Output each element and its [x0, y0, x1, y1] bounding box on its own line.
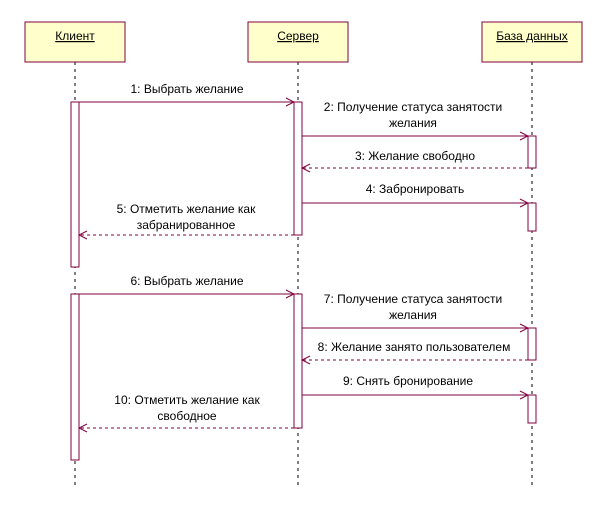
activation-db-2 — [527, 202, 537, 232]
message-6[interactable]: 6: Выбрать желание — [79, 274, 294, 294]
message-8-label: 8: Желание занято пользователем — [318, 340, 511, 354]
message-10-label-line-2: свободное — [157, 409, 217, 423]
message-10[interactable]: 10: Отметить желание как свободное — [79, 393, 294, 428]
participant-client[interactable]: Клиент — [24, 21, 126, 63]
message-2-label-line-1: 2: Получение статуса занятости — [324, 100, 502, 114]
message-1[interactable]: 1: Выбрать желание — [79, 82, 294, 102]
message-2[interactable]: 2: Получение статуса занятости желания — [302, 100, 528, 136]
message-8[interactable]: 8: Желание занято пользователем — [302, 340, 528, 360]
message-1-label: 1: Выбрать желание — [131, 82, 244, 96]
message-4-label: 4: Забронировать — [366, 182, 465, 196]
message-7-label-line-1: 7: Получение статуса занятости — [324, 292, 502, 306]
message-9-label: 9: Снять бронирование — [343, 374, 473, 388]
message-3[interactable]: 3: Желание свободно — [302, 149, 528, 168]
message-6-label: 6: Выбрать желание — [131, 274, 244, 288]
message-7[interactable]: 7: Получение статуса занятости желания — [302, 292, 528, 328]
participant-server-label: Сервер — [277, 29, 319, 43]
activation-client-2 — [70, 293, 80, 461]
activation-db-1 — [527, 135, 537, 169]
participant-client-label: Клиент — [55, 29, 95, 43]
message-5-label-line-2: забранированное — [137, 218, 236, 232]
message-3-label: 3: Желание свободно — [355, 149, 475, 163]
message-4[interactable]: 4: Забронировать — [302, 182, 528, 203]
activation-db-3 — [527, 327, 537, 361]
participant-server[interactable]: Сервер — [247, 21, 349, 63]
activation-db-4 — [527, 394, 537, 424]
activation-client-1 — [70, 101, 80, 268]
participant-db-label: База данных — [496, 29, 567, 43]
message-9[interactable]: 9: Снять бронирование — [302, 374, 528, 395]
message-5-label-line-1: 5: Отметить желание как — [117, 202, 256, 216]
message-10-label-line-1: 10: Отметить желание как — [114, 393, 260, 407]
activation-server-2 — [293, 293, 303, 429]
activation-server-1 — [293, 101, 303, 236]
participant-db[interactable]: База данных — [481, 21, 583, 63]
message-5[interactable]: 5: Отметить желание как забранированное — [79, 202, 294, 235]
message-7-label-line-2: желания — [389, 308, 437, 322]
message-2-label-line-2: желания — [389, 116, 437, 130]
